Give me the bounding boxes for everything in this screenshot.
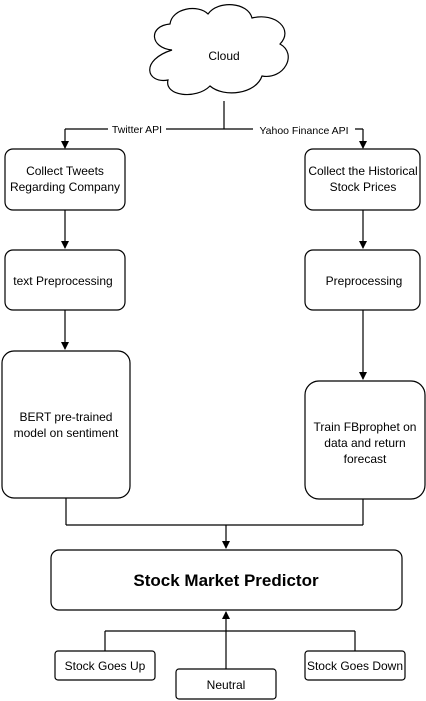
goes-down-label: Stock Goes Down <box>307 659 403 673</box>
fbprophet-node: Train FBprophet on data and return forec… <box>304 380 426 500</box>
neutral-label: Neutral <box>207 678 246 692</box>
yahoo-finance-api-label: Yahoo Finance API <box>259 125 348 137</box>
cloud-label: Cloud <box>208 49 239 63</box>
predictor-node: Stock Market Predictor <box>50 549 403 611</box>
collect-tweets-node: Collect Tweets Regarding Company <box>4 148 126 211</box>
text-preprocessing-node: text Preprocessing <box>4 249 126 311</box>
preprocessing-node: Preprocessing <box>304 249 421 311</box>
predictor-label: Stock Market Predictor <box>133 571 319 590</box>
collect-tweets-label-line1: Collect Tweets <box>26 164 104 178</box>
twitter-api-label: Twitter API <box>112 124 162 136</box>
goes-down-node: Stock Goes Down <box>304 650 406 681</box>
preprocessing-label: Preprocessing <box>326 274 403 288</box>
fbprophet-label-line1: Train FBprophet on <box>314 420 417 434</box>
collect-prices-label-line2: Stock Prices <box>330 180 397 194</box>
cloud-node: Cloud <box>149 4 289 96</box>
fbprophet-label-line3: forecast <box>344 452 387 466</box>
text-preprocessing-label: text Preprocessing <box>13 274 112 288</box>
bert-node: BERT pre-trained model on sentiment <box>1 350 131 499</box>
edge-label-yahoo-api: Yahoo Finance API <box>253 122 355 137</box>
goes-up-label: Stock Goes Up <box>65 659 146 673</box>
edge-label-twitter-api: Twitter API <box>108 122 166 136</box>
outcomes-connector <box>104 611 356 669</box>
collect-prices-node: Collect the Historical Stock Prices <box>304 148 421 211</box>
merge-connector <box>65 498 364 549</box>
fbprophet-label-line2: data and return <box>324 436 405 450</box>
neutral-node: Neutral <box>175 668 277 700</box>
collect-prices-label-line1: Collect the Historical <box>308 164 417 178</box>
bert-label-line2: model on sentiment <box>14 426 119 440</box>
bert-label-line1: BERT pre-trained <box>20 410 113 424</box>
goes-up-node: Stock Goes Up <box>54 650 156 681</box>
collect-tweets-label-line2: Regarding Company <box>10 180 120 194</box>
